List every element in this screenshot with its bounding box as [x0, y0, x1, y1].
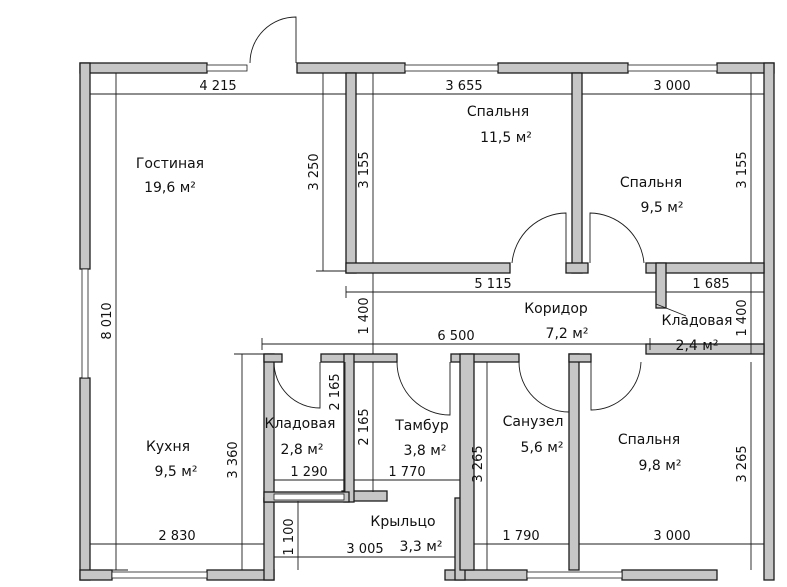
room-area-bathroom: 5,6 м² [521, 440, 564, 456]
wall-left-2 [79, 377, 91, 581]
dim-living-width: 4 215 [199, 79, 236, 94]
dimension-labels: 4 215 3 655 3 000 5 115 1 685 6 500 1 29… [100, 79, 750, 557]
windows [81, 64, 718, 579]
room-name-living: Гостиная [136, 156, 204, 172]
dim-vestibule-height: 2 165 [357, 408, 372, 445]
wall-bottom-4 [621, 569, 718, 581]
room-name-storage2: Кладовая [662, 313, 733, 329]
wall-bedroom1-bottom [345, 262, 511, 274]
wall-bottom-1 [79, 569, 113, 581]
room-area-bedroom2: 9,5 м² [641, 200, 684, 216]
dimension-lines [90, 72, 764, 571]
room-name-corridor: Коридор [524, 301, 588, 317]
door-storage2 [655, 293, 687, 317]
wall-door-jamb-2 [568, 353, 592, 363]
wall-top-2 [296, 62, 406, 74]
window-top-living [206, 64, 248, 72]
walls [79, 62, 775, 581]
dim-bedroom2-width: 3 000 [653, 79, 690, 94]
door-bedroom3 [590, 361, 642, 411]
window-left-living [81, 268, 89, 379]
door-bedroom2 [589, 212, 645, 264]
dim-storage1-height: 2 165 [328, 373, 343, 410]
dim-kitchen-width: 2 830 [158, 529, 195, 544]
dim-porch-height: 1 100 [282, 518, 297, 555]
room-name-bathroom: Санузел [503, 414, 564, 430]
window-top-bedroom1 [404, 64, 499, 72]
wall-bath-top [450, 353, 520, 363]
wall-vestibule-bath [459, 353, 475, 571]
dim-bathroom-height: 3 265 [471, 445, 486, 482]
dim-corridor-length: 5 115 [474, 277, 511, 292]
dim-bedroom3-height: 3 265 [735, 445, 750, 482]
door-bedroom1 [511, 212, 567, 264]
wall-right [763, 62, 775, 581]
room-area-storage1: 2,8 м² [281, 442, 324, 458]
room-area-storage2: 2,4 м² [676, 338, 719, 354]
door-storage1 [273, 361, 321, 409]
wall-storage1-vestibule [343, 353, 355, 503]
dim-corridor-width: 1 400 [357, 297, 372, 334]
room-area-bedroom3: 9,8 м² [639, 458, 682, 474]
room-name-bedroom2: Спальня [620, 175, 682, 191]
doors [249, 16, 687, 416]
dim-porch-width: 3 005 [346, 542, 383, 557]
window-storage1 [273, 493, 345, 501]
wall-door-jamb-1 [565, 262, 589, 274]
room-area-bedroom1: 11,5 м² [480, 130, 532, 146]
wall-bedroom1-bedroom2 [571, 72, 583, 274]
dim-bedroom3-width: 3 000 [653, 529, 690, 544]
window-bottom-bath [526, 571, 623, 579]
dim-bedroom2-height: 3 155 [735, 151, 750, 188]
dim-inner-width: 6 500 [437, 329, 474, 344]
room-name-bedroom3: Спальня [618, 432, 680, 448]
wall-storage1-top [263, 353, 283, 363]
wall-vestibule-top [320, 353, 398, 363]
room-name-bedroom1: Спальня [467, 104, 529, 120]
dim-storage2-height: 1 400 [735, 299, 750, 336]
dim-living-partial-height: 3 250 [307, 153, 322, 190]
dim-kitchen-height: 3 360 [226, 441, 241, 478]
window-top-bedroom2 [627, 64, 718, 72]
wall-storage2-left [655, 262, 667, 309]
wall-porch-left [263, 497, 275, 581]
room-area-vestibule: 3,8 м² [404, 443, 447, 459]
room-area-living: 19,6 м² [144, 180, 196, 196]
dim-bedroom1-height: 3 155 [357, 151, 372, 188]
dim-bathroom-width: 1 790 [502, 529, 539, 544]
room-area-porch: 3,3 м² [400, 539, 443, 555]
dim-storage1-width: 1 290 [290, 465, 327, 480]
door-bathroom [518, 361, 570, 413]
wall-top-3 [497, 62, 629, 74]
wall-top-1 [79, 62, 208, 74]
dim-vestibule-width: 1 770 [388, 465, 425, 480]
window-bottom-kitchen [111, 571, 208, 579]
wall-bedroom2-bottom [645, 262, 765, 274]
room-name-storage1: Кладовая [265, 416, 336, 432]
room-area-corridor: 7,2 м² [546, 326, 589, 342]
room-name-vestibule: Тамбур [394, 418, 449, 434]
room-labels: Гостиная 19,6 м² Спальня 11,5 м² Спальня… [136, 104, 733, 555]
wall-bath-bedroom3 [568, 353, 580, 571]
wall-left-1 [79, 62, 91, 270]
wall-storage2-bottom [645, 343, 765, 355]
room-name-kitchen: Кухня [146, 439, 190, 455]
dim-storage2-width: 1 685 [692, 277, 729, 292]
room-name-porch: Крыльцо [370, 514, 435, 530]
room-area-kitchen: 9,5 м² [155, 464, 198, 480]
dim-bedroom1-width: 3 655 [445, 79, 482, 94]
door-vestibule [396, 361, 451, 416]
wall-living-bedroom1 [345, 72, 357, 274]
door-entrance-top [249, 16, 297, 64]
dim-overall-height: 8 010 [100, 302, 115, 339]
